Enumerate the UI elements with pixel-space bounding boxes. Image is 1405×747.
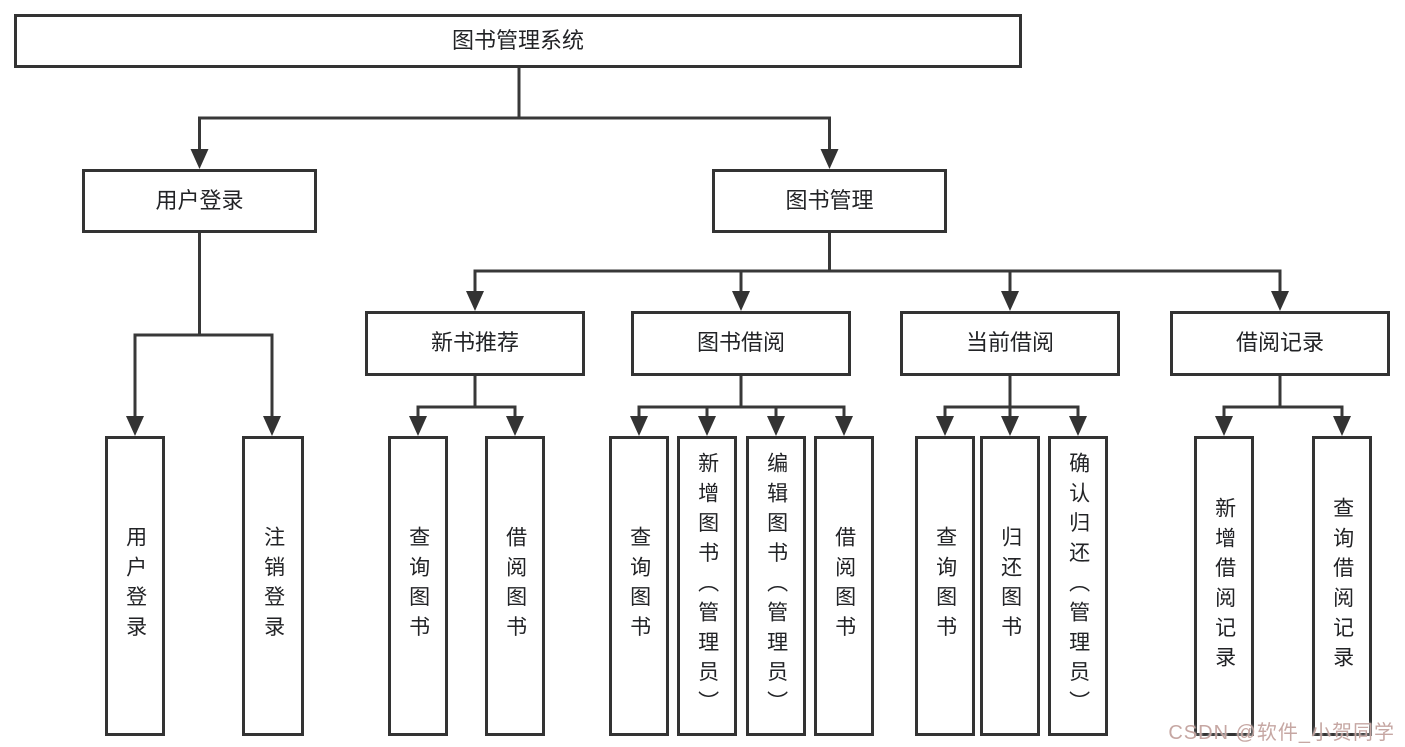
leaf-bb-add-books-admin-label: 新增图书（管理员） (695, 451, 719, 721)
connector-root (198, 68, 831, 152)
leaf-cb-confirm-return-admin-label: 确认归还（管理员） (1066, 451, 1090, 721)
leaf-user-login-label: 用户登录 (123, 526, 147, 646)
node-new-book-recommendation-label: 新书推荐 (430, 330, 519, 356)
leaf-bb-add-books-admin: 新增图书（管理员） (677, 436, 737, 736)
leaf-bb-query-books-label: 查询图书 (627, 526, 651, 646)
leaf-cb-confirm-return-admin: 确认归还（管理员） (1048, 436, 1108, 736)
node-book-management: 图书管理 (712, 169, 947, 233)
connector-new-book (416, 376, 517, 420)
leaf-nb-borrow-books-label: 借阅图书 (503, 526, 527, 646)
leaf-cb-query-books-label: 查询图书 (933, 526, 957, 646)
leaf-nb-query-books: 查询图书 (388, 436, 448, 736)
node-borrowing-records-label: 借阅记录 (1235, 330, 1324, 356)
node-current-borrowing-label: 当前借阅 (965, 330, 1054, 356)
node-borrowing-records: 借阅记录 (1170, 311, 1390, 376)
leaf-bb-edit-books-admin: 编辑图书（管理员） (746, 436, 806, 736)
csdn-watermark: CSDN @软件_小贺同学 (1168, 722, 1395, 744)
leaf-logout: 注销登录 (242, 436, 304, 736)
connector-user-login (133, 233, 274, 420)
leaf-user-login: 用户登录 (105, 436, 165, 736)
connector-book-borrowing (637, 376, 846, 420)
leaf-br-query-record-label: 查询借阅记录 (1330, 496, 1354, 676)
node-root-system-label: 图书管理系统 (451, 27, 584, 53)
connector-current-borrowing (943, 376, 1080, 420)
node-new-book-recommendation: 新书推荐 (365, 311, 585, 376)
leaf-logout-label: 注销登录 (261, 526, 285, 646)
leaf-br-query-record: 查询借阅记录 (1312, 436, 1372, 736)
leaf-cb-return-books: 归还图书 (980, 436, 1040, 736)
node-user-login-label: 用户登录 (155, 187, 244, 213)
leaf-nb-query-books-label: 查询图书 (406, 526, 430, 646)
leaf-cb-query-books: 查询图书 (915, 436, 975, 736)
leaf-bb-query-books: 查询图书 (609, 436, 669, 736)
node-current-borrowing: 当前借阅 (900, 311, 1120, 376)
node-root-system: 图书管理系统 (14, 14, 1022, 68)
leaf-bb-borrow-books-label: 借阅图书 (832, 526, 856, 646)
leaf-br-add-record-label: 新增借阅记录 (1212, 496, 1236, 676)
leaf-cb-return-books-label: 归还图书 (998, 526, 1022, 646)
node-user-login: 用户登录 (82, 169, 317, 233)
leaf-bb-borrow-books: 借阅图书 (814, 436, 874, 736)
node-book-borrowing-label: 图书借阅 (696, 330, 785, 356)
node-book-borrowing: 图书借阅 (631, 311, 851, 376)
leaf-bb-edit-books-admin-label: 编辑图书（管理员） (764, 451, 788, 721)
leaf-nb-borrow-books: 借阅图书 (485, 436, 545, 736)
connector-book-management (473, 233, 1282, 294)
arrowheads (126, 149, 1351, 436)
connector-borrow-records (1222, 376, 1344, 420)
node-book-management-label: 图书管理 (785, 187, 874, 213)
leaf-br-add-record: 新增借阅记录 (1194, 436, 1254, 736)
